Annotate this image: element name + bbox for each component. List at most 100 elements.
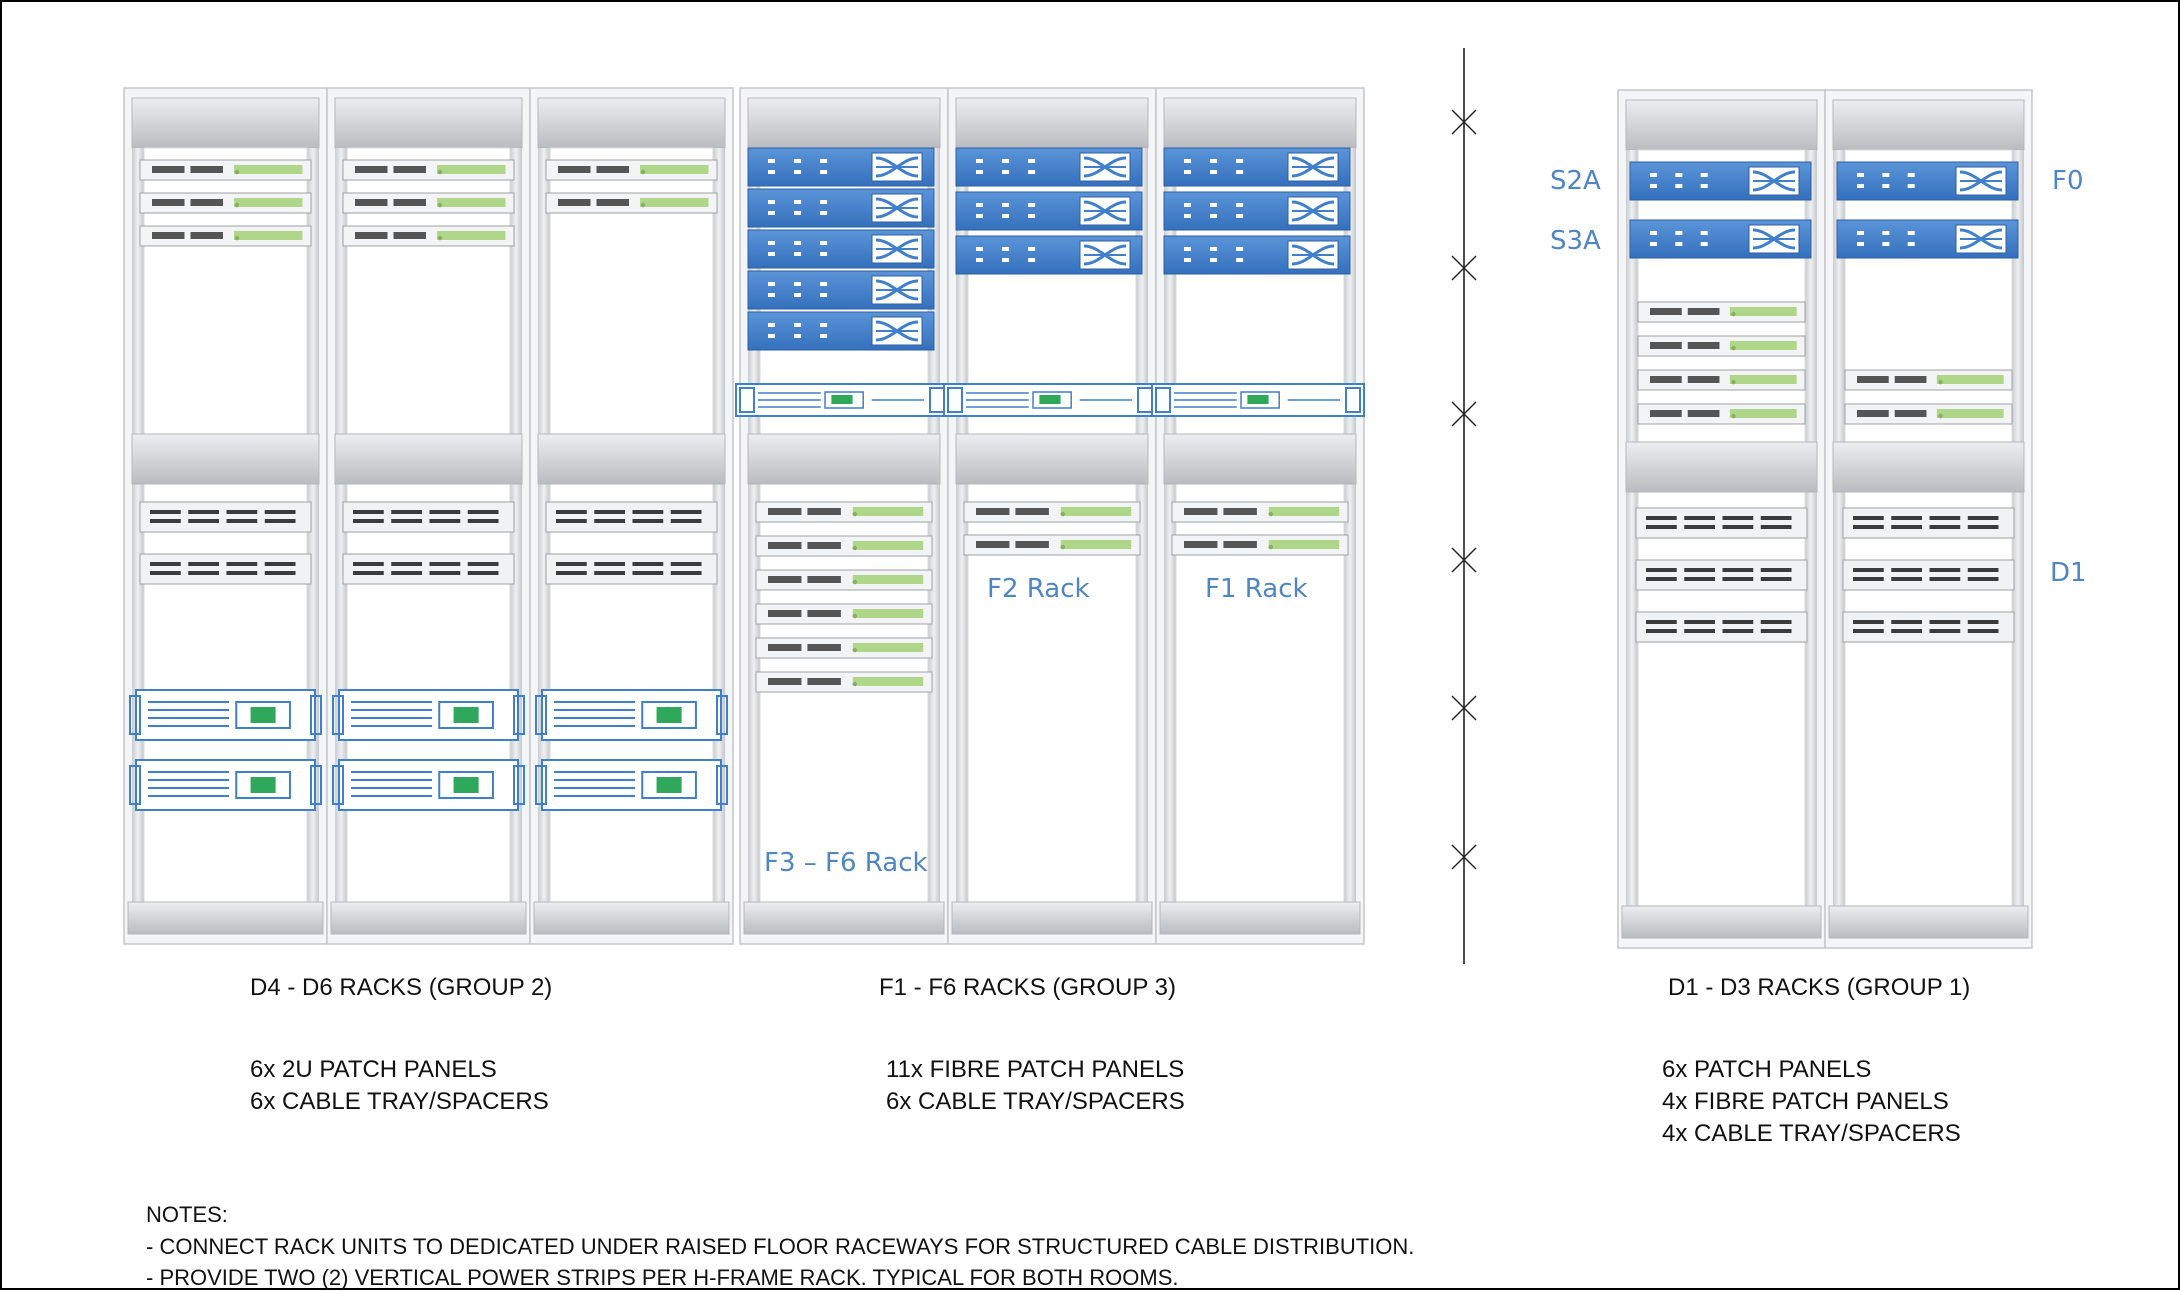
port-row bbox=[1891, 516, 1922, 520]
port-block bbox=[1650, 342, 1682, 349]
status-display bbox=[1247, 395, 1269, 404]
fibre-port bbox=[1184, 170, 1191, 174]
fibre-port bbox=[1184, 203, 1191, 207]
rack-top-cap bbox=[747, 97, 941, 149]
status-display bbox=[1039, 395, 1061, 404]
fibre-port bbox=[976, 170, 983, 174]
status-display bbox=[656, 777, 682, 793]
port-block bbox=[1857, 410, 1889, 417]
port-block bbox=[807, 610, 841, 617]
port-row bbox=[1891, 568, 1922, 572]
port-row bbox=[391, 519, 422, 523]
port-row bbox=[150, 510, 181, 514]
port-row bbox=[391, 562, 422, 566]
port-block bbox=[1184, 508, 1218, 515]
port-row bbox=[226, 571, 258, 575]
rack-post bbox=[1805, 150, 1817, 908]
patch-panel bbox=[545, 159, 718, 181]
patch-panel bbox=[342, 159, 515, 181]
port-block bbox=[807, 678, 841, 685]
fibre-port bbox=[976, 247, 983, 251]
fibre-patch-panel bbox=[955, 235, 1143, 275]
port-block bbox=[393, 232, 426, 239]
port-row bbox=[1760, 577, 1792, 581]
panel-label-strip bbox=[1268, 540, 1340, 549]
fibre-port bbox=[1650, 242, 1657, 246]
status-display bbox=[453, 707, 479, 723]
port-row bbox=[1891, 525, 1922, 529]
fibre-port bbox=[1028, 203, 1036, 207]
port-block bbox=[558, 166, 591, 173]
panel-label-strip bbox=[640, 198, 709, 207]
cable-tray bbox=[735, 383, 949, 417]
rack-mid-cap bbox=[955, 433, 1149, 485]
fibre-patch-panel bbox=[747, 270, 935, 310]
port-block bbox=[355, 166, 388, 173]
fibre-port bbox=[1002, 247, 1010, 251]
fibre-port bbox=[794, 282, 802, 286]
port-row bbox=[353, 510, 384, 514]
port-row bbox=[594, 571, 625, 575]
port-block bbox=[1650, 308, 1682, 315]
patch-panel-2u bbox=[139, 553, 312, 585]
port-block bbox=[768, 610, 802, 617]
port-block bbox=[1857, 376, 1889, 383]
port-block bbox=[1015, 508, 1049, 515]
panel-label-strip bbox=[437, 165, 506, 174]
fibre-patch-panel bbox=[747, 229, 935, 269]
port-row bbox=[226, 510, 258, 514]
patch-panel-2u bbox=[1842, 611, 2015, 643]
port-row bbox=[150, 571, 181, 575]
port-row bbox=[1929, 629, 1961, 633]
port-row bbox=[226, 519, 258, 523]
port-block bbox=[1687, 410, 1720, 417]
port-block bbox=[1223, 541, 1257, 548]
fibre-port bbox=[1882, 242, 1890, 246]
port-row bbox=[1684, 525, 1715, 529]
fibre-port bbox=[1002, 170, 1010, 174]
port-row bbox=[1684, 516, 1715, 520]
port-row bbox=[1853, 525, 1884, 529]
port-row bbox=[353, 571, 384, 575]
dimension-tick bbox=[1451, 255, 1477, 281]
rack-mid-cap bbox=[747, 433, 941, 485]
port-row bbox=[188, 510, 219, 514]
port-row bbox=[429, 510, 461, 514]
patch-panel-2u bbox=[1635, 611, 1808, 643]
port-block bbox=[1015, 541, 1049, 548]
group-1-title: D1 - D3 RACKS (GROUP 1) bbox=[1668, 974, 1971, 1001]
patch-panel-2u bbox=[545, 501, 718, 533]
panel-label-strip bbox=[234, 198, 303, 207]
fibre-port bbox=[1675, 184, 1683, 188]
port-row bbox=[226, 562, 258, 566]
fibre-port bbox=[768, 252, 775, 256]
fibre-patch-panel bbox=[955, 147, 1143, 187]
group-2-title: D4 - D6 RACKS (GROUP 2) bbox=[250, 974, 553, 1001]
port-row bbox=[467, 571, 499, 575]
panel-label-strip bbox=[437, 231, 506, 240]
spacer-unit bbox=[332, 689, 525, 741]
fibre-port bbox=[1675, 242, 1683, 246]
fibre-port bbox=[1650, 231, 1657, 235]
fibre-patch-panel bbox=[1163, 147, 1351, 187]
fibre-port bbox=[1002, 214, 1010, 218]
fibre-port bbox=[1675, 173, 1683, 177]
panel-label-strip bbox=[640, 165, 709, 174]
fibre-port bbox=[794, 200, 802, 204]
port-row bbox=[353, 562, 384, 566]
port-row bbox=[1722, 516, 1754, 520]
fibre-port bbox=[768, 323, 775, 327]
fibre-patch-panel bbox=[1629, 161, 1812, 201]
port-block bbox=[355, 232, 388, 239]
port-block bbox=[768, 678, 802, 685]
rack-top-cap bbox=[537, 97, 726, 149]
fibre-port bbox=[820, 252, 828, 256]
fibre-patch-panel bbox=[747, 188, 935, 228]
fibre-patch-panel bbox=[1629, 219, 1812, 259]
port-row bbox=[632, 562, 664, 566]
patch-panel-2u bbox=[1635, 559, 1808, 591]
fibre-port bbox=[1210, 214, 1218, 218]
fibre-port bbox=[820, 170, 828, 174]
port-row bbox=[429, 519, 461, 523]
d1-label: D1 bbox=[2050, 558, 2087, 588]
